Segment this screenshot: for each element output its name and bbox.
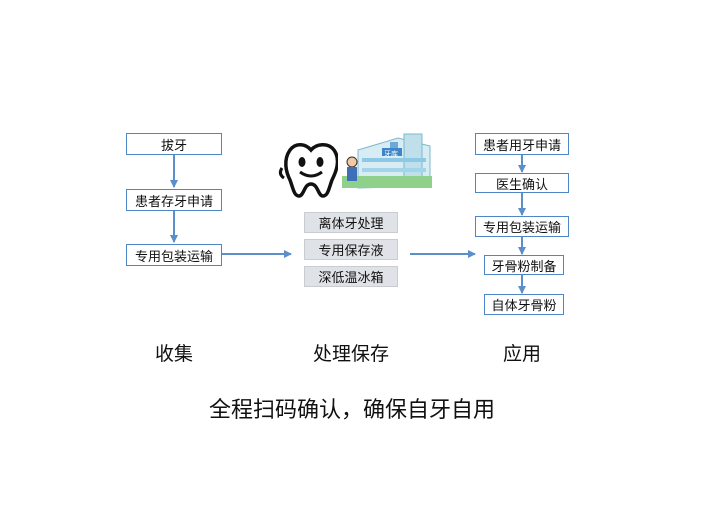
apply-label: 应用 <box>502 343 541 365</box>
collect-step-transport: 专用包装运输 <box>126 244 222 266</box>
collect-label: 收集 <box>154 343 193 365</box>
collect-step-storage-request: 患者存牙申请 <box>126 189 222 211</box>
apply-step-powder-preparation: 牙骨粉制备 <box>484 255 564 275</box>
process-step-cryo-freezer: 深低温冰箱 <box>304 266 398 287</box>
apply-step-doctor-confirm: 医生确认 <box>475 173 569 193</box>
process-label: 处理保存 <box>312 343 389 365</box>
collect-step-extraction: 拔牙 <box>126 133 222 155</box>
apply-step-use-request: 患者用牙申请 <box>475 133 569 155</box>
process-step-treatment: 离体牙处理 <box>304 212 398 233</box>
tooth-bank-building-icon <box>338 128 434 192</box>
tooth-mascot-icon <box>278 143 340 198</box>
process-step-preservation-solution: 专用保存液 <box>304 239 398 260</box>
apply-step-autologous-powder: 自体牙骨粉 <box>484 294 564 315</box>
footer-statement: 全程扫码确认，确保自牙自用 <box>208 398 495 423</box>
building-sign-text: 牙库 <box>384 150 398 158</box>
apply-step-transport: 专用包装运输 <box>475 216 569 237</box>
